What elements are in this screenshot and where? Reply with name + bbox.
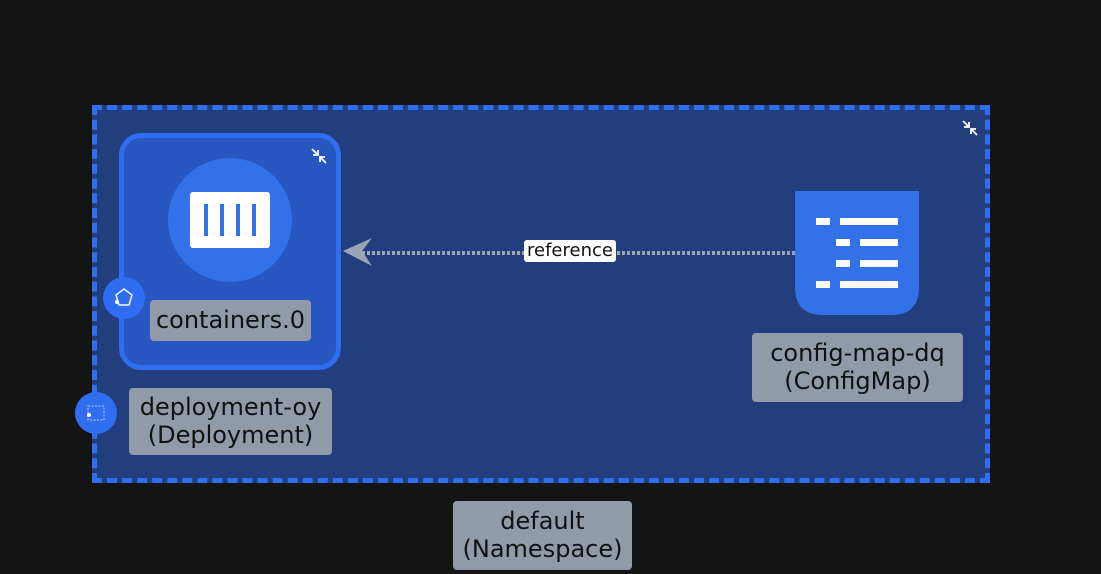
container-label: containers.0 [150,300,311,341]
container-icon [190,192,270,248]
configmap-icon[interactable] [795,191,919,315]
collapse-arrows-icon[interactable] [310,147,328,165]
pod-badge [103,277,145,319]
edge-label: reference [524,240,616,262]
deployment-label: deployment-oy (Deployment) [129,388,332,455]
deployment-icon [87,405,105,421]
collapse-arrows-icon[interactable] [961,119,979,137]
namespace-label: default (Namespace) [453,501,632,570]
deployment-badge [75,392,117,434]
edge-arrowhead [343,238,372,266]
pod-icon [115,288,133,306]
configmap-label: config-map-dq (ConfigMap) [752,333,963,402]
